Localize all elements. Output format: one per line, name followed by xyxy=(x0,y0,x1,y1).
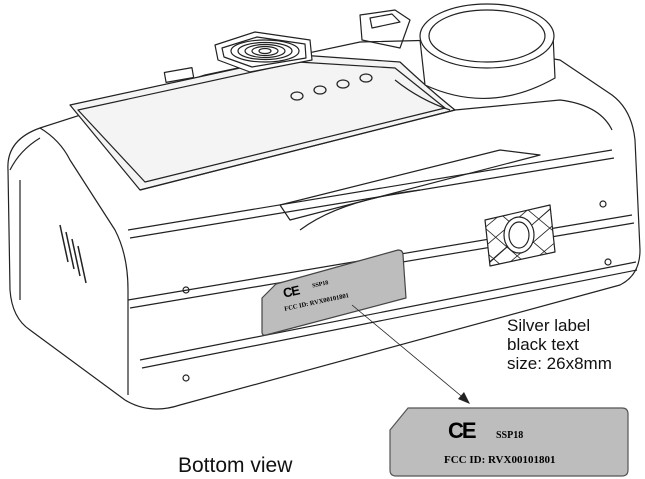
ce-mark-large: CE xyxy=(448,418,477,443)
front-ridge-lines xyxy=(127,149,615,239)
note-line-1: Silver label xyxy=(507,316,591,335)
label-enlarged xyxy=(389,407,629,477)
screw xyxy=(604,258,612,266)
left-end-face xyxy=(9,127,129,395)
label-note: Silver label black text size: 26x8mm xyxy=(507,316,612,373)
button-dot xyxy=(336,79,350,89)
lens-barrel xyxy=(394,3,556,111)
note-line-3: size: 26x8mm xyxy=(507,354,612,373)
screw xyxy=(182,374,190,382)
device-label xyxy=(261,249,407,336)
arrow-head-icon xyxy=(458,392,470,404)
tripod-mount xyxy=(484,204,556,267)
view-title: Bottom view xyxy=(178,454,293,477)
button-dot xyxy=(359,73,373,83)
viewfinder xyxy=(359,9,411,49)
arrow xyxy=(351,304,470,404)
front-groove xyxy=(279,149,541,221)
screw xyxy=(599,200,607,208)
screws xyxy=(182,200,612,382)
button-dot xyxy=(290,91,304,101)
note-line-2: black text xyxy=(507,335,579,354)
front-curve xyxy=(299,189,421,231)
top-panel xyxy=(69,54,456,191)
label-enlarged-text: CE SSP18 FCC ID: RVX00101801 xyxy=(388,406,628,476)
model-text-large: SSP18 xyxy=(496,430,524,441)
button-dots xyxy=(290,73,373,101)
side-tab xyxy=(163,67,195,83)
camera-body-outline xyxy=(7,39,641,410)
fcc-id-text-large: FCC ID: RVX00101801 xyxy=(444,454,556,466)
vent-slots xyxy=(59,224,87,284)
screw xyxy=(182,286,190,294)
speaker-grille xyxy=(214,31,313,73)
button-dot xyxy=(313,85,327,95)
front-upper-edge xyxy=(139,99,613,191)
